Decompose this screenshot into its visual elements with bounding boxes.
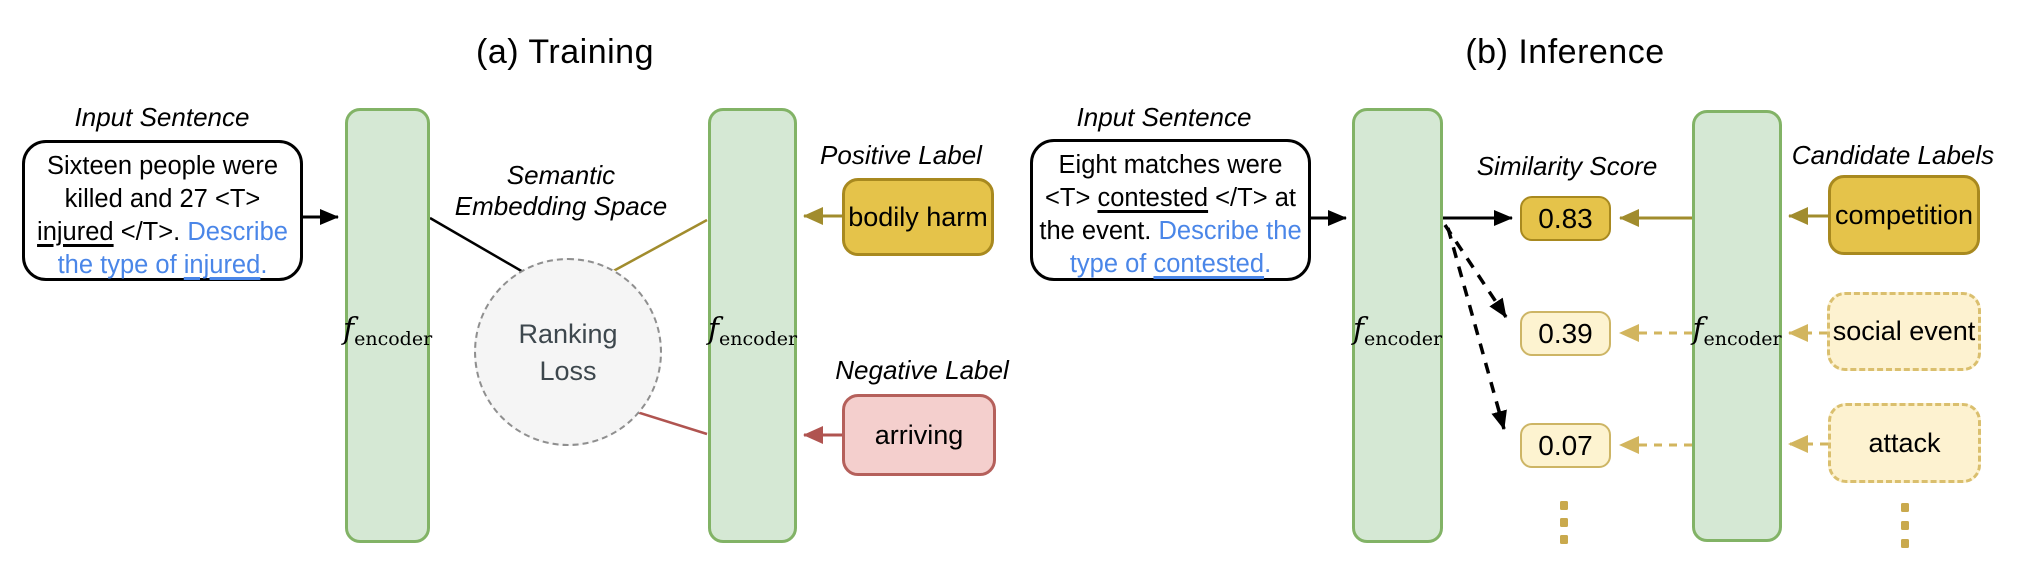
positive-label-title: Positive Label	[820, 140, 982, 170]
inference-sentence-encoder-bar	[1352, 108, 1443, 543]
training-title: (a) Training	[476, 33, 654, 71]
inference-label-encoder-label: fencoder	[1692, 312, 1782, 350]
similarity-score-2: 0.39	[1520, 311, 1611, 356]
similarity-score-3: 0.07	[1520, 423, 1611, 468]
sentence-line: Eight matches were	[1058, 151, 1283, 179]
sentence-line: Sixteen people were	[46, 152, 279, 180]
arrow-encoder3-to-score3	[1446, 227, 1507, 430]
scores-ellipsis-dots	[1560, 501, 1568, 544]
inference-label-encoder-bar	[1692, 110, 1782, 542]
sentence-line: the type of injured.	[57, 251, 268, 279]
training-sentence-encoder-label: fencoder	[343, 312, 433, 350]
candidates-ellipsis-dots	[1901, 503, 1909, 548]
sentence-line: injured </T>. Describe	[37, 218, 288, 246]
sentence-line: killed and 27 <T>	[64, 185, 261, 213]
negative-label-box: arriving	[842, 394, 996, 476]
candidate-labels-title: Candidate Labels	[1791, 140, 1995, 170]
inference-input-sentence-box: Eight matches were <T> contested </T> at…	[1030, 139, 1311, 281]
arrow-encoder3-to-score2	[1443, 224, 1508, 318]
training-input-sentence-box: Sixteen people were killed and 27 <T> in…	[22, 140, 303, 281]
semantic-embedding-space-label: Semantic Embedding Space	[454, 160, 668, 221]
inference-input-sentence-label: Input Sentence	[1076, 102, 1252, 132]
negative-label-title: Negative Label	[835, 355, 1009, 385]
candidate-box-2: social event	[1827, 292, 1981, 371]
similarity-score-label: Similarity Score	[1476, 151, 1658, 181]
training-sentence-encoder-bar	[345, 108, 430, 543]
sentence-line: type of contested.	[1069, 250, 1272, 278]
inference-title: (b) Inference	[1465, 33, 1665, 71]
inference-sentence-encoder-label: fencoder	[1352, 312, 1443, 350]
positive-label-box: bodily harm	[842, 178, 994, 256]
training-label-encoder-bar	[708, 108, 797, 543]
sentence-line: the event. Describe the	[1039, 217, 1302, 245]
sentence-line: <T> contested </T> at	[1045, 184, 1296, 212]
similarity-score-1: 0.83	[1520, 196, 1611, 241]
training-input-sentence-label: Input Sentence	[74, 102, 250, 132]
candidate-box-1: competition	[1828, 175, 1980, 255]
candidate-box-3: attack	[1828, 403, 1981, 483]
ranking-loss-circle: Ranking Loss	[474, 258, 662, 446]
training-label-encoder-label: fencoder	[707, 312, 798, 350]
